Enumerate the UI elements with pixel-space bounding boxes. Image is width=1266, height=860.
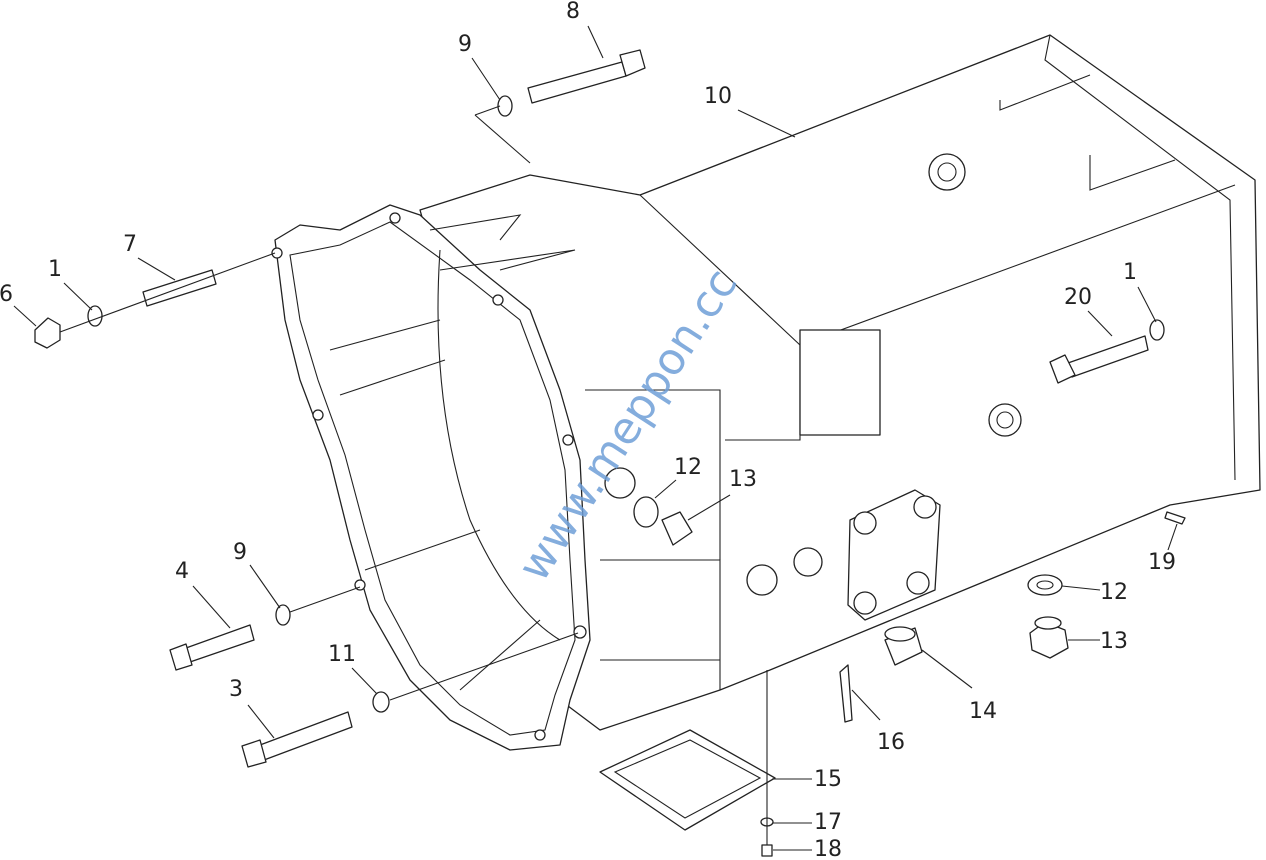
callout-7: 7 bbox=[123, 232, 137, 257]
cover-plate-15 bbox=[599, 729, 776, 831]
pin-16 bbox=[839, 664, 853, 723]
callout-11: 11 bbox=[328, 642, 356, 667]
callout-12-right: 12 bbox=[1100, 580, 1128, 605]
bolt-3 bbox=[241, 711, 353, 768]
seal-12-right bbox=[1027, 574, 1063, 596]
plug-13-mid bbox=[661, 511, 693, 546]
washer-1-left bbox=[87, 305, 103, 327]
callout-3: 3 bbox=[229, 677, 243, 702]
transmission-housing bbox=[419, 34, 1261, 731]
nut-6 bbox=[34, 317, 61, 349]
callout-6: 6 bbox=[0, 282, 13, 307]
callout-13-right: 13 bbox=[1100, 629, 1128, 654]
seal-12-mid bbox=[633, 496, 659, 528]
plug-13-right bbox=[1029, 616, 1069, 659]
callout-13: 13 bbox=[729, 467, 757, 492]
callout-16: 16 bbox=[877, 730, 905, 755]
assembly-lines bbox=[59, 105, 768, 845]
washer-11 bbox=[372, 691, 390, 713]
plug-14 bbox=[884, 626, 923, 666]
callout-4: 4 bbox=[175, 559, 189, 584]
callout-8: 8 bbox=[566, 0, 580, 24]
screw-19 bbox=[1164, 511, 1186, 525]
callout-12: 12 bbox=[674, 455, 702, 480]
bolt-8 bbox=[527, 49, 646, 104]
washer-1-right bbox=[1149, 319, 1165, 341]
callout-14: 14 bbox=[969, 699, 997, 724]
callout-15: 15 bbox=[814, 767, 842, 792]
callout-17: 17 bbox=[814, 810, 842, 835]
mounting-pad bbox=[799, 329, 881, 436]
callout-9: 9 bbox=[458, 32, 472, 57]
washer-9-lower bbox=[275, 604, 291, 626]
callout-1: 1 bbox=[48, 257, 62, 282]
bolt-20 bbox=[1049, 335, 1149, 384]
washer-9-top bbox=[497, 95, 513, 117]
bolt-4 bbox=[169, 624, 255, 671]
bell-housing-flange bbox=[271, 204, 591, 751]
callout-20: 20 bbox=[1064, 285, 1092, 310]
callout-9-lower: 9 bbox=[233, 540, 247, 565]
callout-19: 19 bbox=[1148, 550, 1176, 575]
callout-18: 18 bbox=[814, 837, 842, 860]
callout-1-right: 1 bbox=[1123, 260, 1137, 285]
screw-18 bbox=[761, 844, 773, 857]
callout-leaders bbox=[13, 25, 1178, 851]
callout-10: 10 bbox=[704, 84, 732, 109]
